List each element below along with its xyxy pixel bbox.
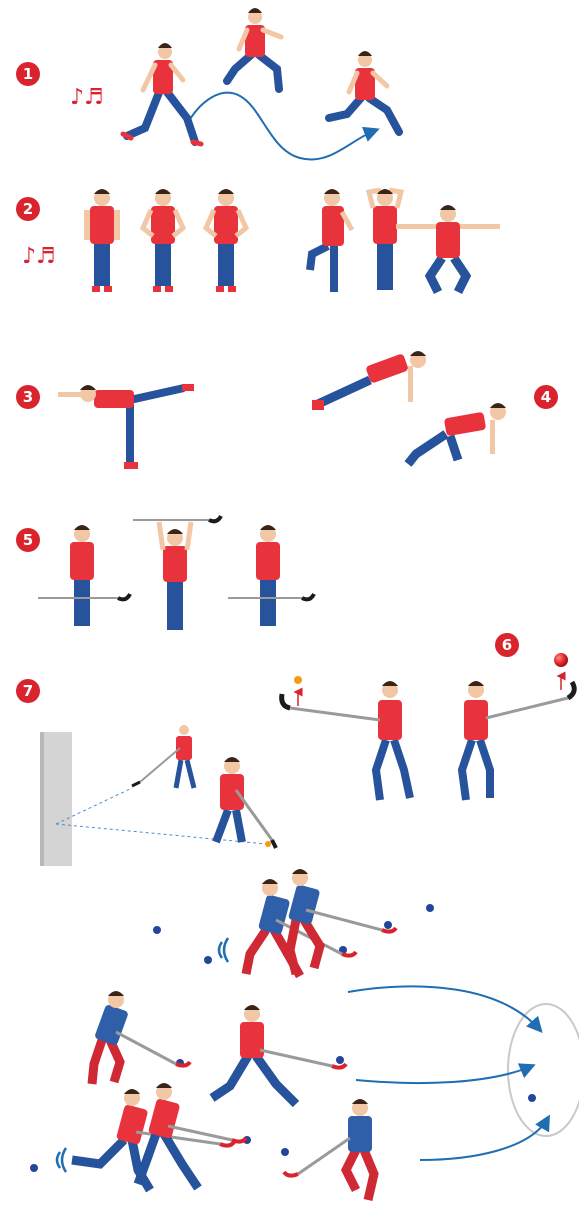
step-badge-3: 3 — [16, 385, 40, 409]
wave-signal-icon — [219, 942, 222, 958]
runner-figure — [329, 51, 399, 132]
movement-path-arrow — [356, 1066, 532, 1083]
jumper-figure — [227, 8, 281, 89]
step-number-7: 7 — [23, 682, 33, 700]
step-number-4: 4 — [541, 388, 551, 406]
movement-path-arrow — [348, 986, 540, 1030]
step-number-3: 3 — [23, 388, 33, 406]
movement-path-arrow — [420, 1118, 548, 1160]
skater-figure — [92, 991, 190, 1084]
ball-icon — [554, 653, 568, 667]
step-badge-4: 4 — [534, 385, 558, 409]
stick-hold-low-figure — [228, 525, 314, 626]
ball-icon — [294, 676, 302, 684]
plank-figure — [312, 351, 426, 410]
ball-lift-figure — [462, 681, 574, 800]
standing-figure — [84, 189, 120, 292]
step-number-6: 6 — [502, 636, 512, 654]
ball-icon — [528, 1094, 536, 1102]
ball-icon — [281, 1148, 289, 1156]
skater-figure — [212, 1005, 346, 1104]
ball-lift-figure — [282, 681, 410, 800]
music-notes-icon: ♪♬ — [70, 85, 104, 110]
squat-figure — [396, 205, 500, 292]
skater-figure — [138, 1083, 246, 1188]
hands-behind-head-figure — [369, 189, 401, 290]
wall — [40, 732, 72, 866]
ball-icon — [153, 926, 161, 934]
wall-pass-figure-far — [132, 725, 194, 788]
wall-pass-figure-near — [216, 757, 276, 848]
wave-signal-icon — [57, 1152, 60, 1168]
ball-icon — [384, 921, 392, 929]
movement-path-arrow — [186, 93, 376, 160]
skater-figure — [288, 869, 396, 974]
ball-icon — [426, 904, 434, 912]
ball-icon — [204, 956, 212, 964]
ball-icon — [336, 1056, 344, 1064]
step-number-1: 1 — [23, 65, 33, 83]
step-number-5: 5 — [23, 531, 33, 549]
pass-line — [56, 824, 266, 844]
standing-figure — [143, 189, 183, 292]
step-badge-7: 7 — [16, 679, 40, 703]
step-badge-1: 1 — [16, 62, 40, 86]
music-notes-icon: ♪♬ — [22, 244, 56, 269]
standing-figure — [206, 189, 246, 292]
balance-figure — [58, 384, 194, 469]
step-number-2: 2 — [23, 200, 33, 218]
climber-figure — [408, 403, 506, 464]
knee-raise-figure — [310, 189, 352, 292]
stick-overhead-figure — [133, 516, 221, 630]
stick-hold-low-figure — [38, 525, 130, 626]
step-badge-5: 5 — [16, 528, 40, 552]
ball-icon — [265, 841, 271, 847]
runner-figure — [123, 43, 201, 144]
step-badge-6: 6 — [495, 633, 519, 657]
step-badge-2: 2 — [16, 197, 40, 221]
skater-figure — [284, 1099, 374, 1200]
ball-icon — [30, 1164, 38, 1172]
